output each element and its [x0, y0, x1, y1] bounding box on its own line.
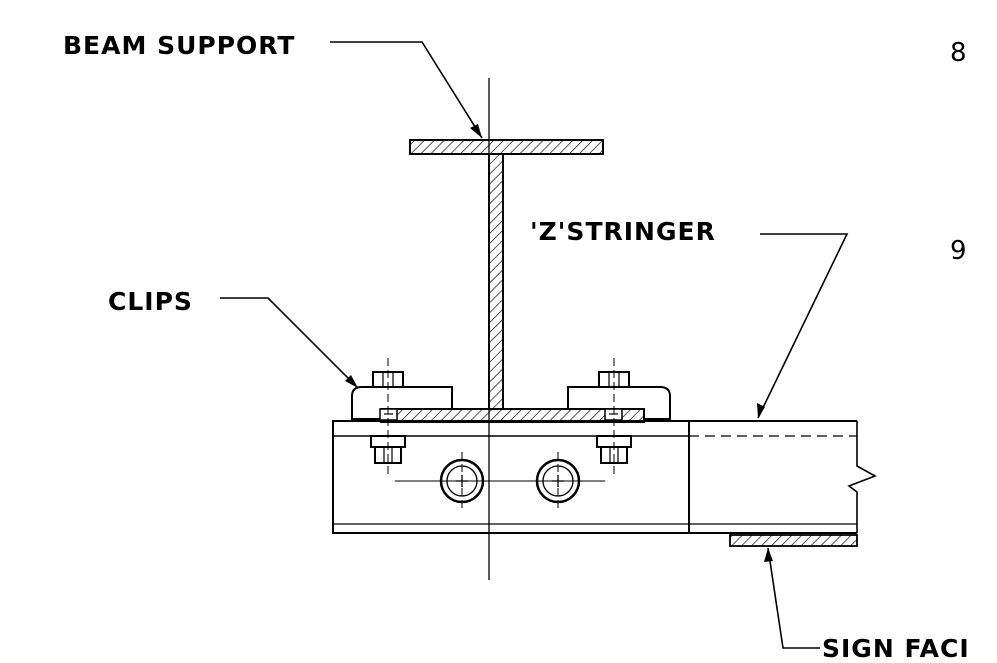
bolt-hole-right	[535, 452, 581, 512]
margin-number-9: 9	[950, 236, 968, 266]
beam-support-label: BEAM SUPPORT	[63, 31, 296, 60]
margin-number-8: 8	[950, 38, 968, 68]
bolt-hole-left	[439, 452, 485, 512]
stringer-extension	[333, 420, 877, 534]
clips-label: CLIPS	[108, 287, 193, 316]
z-stringer-label: 'Z'STRINGER	[530, 217, 716, 246]
beam-support-leader	[330, 41, 483, 139]
sign-face-leader	[764, 547, 820, 649]
z-stringer-leader	[757, 233, 849, 419]
beam-web	[488, 153, 504, 410]
sign-face-label: SIGN FACI	[822, 634, 970, 663]
clips-leader	[220, 297, 359, 389]
beam-top-flange	[409, 139, 604, 155]
right-clip	[567, 386, 671, 420]
sign-face-strip	[729, 534, 858, 547]
